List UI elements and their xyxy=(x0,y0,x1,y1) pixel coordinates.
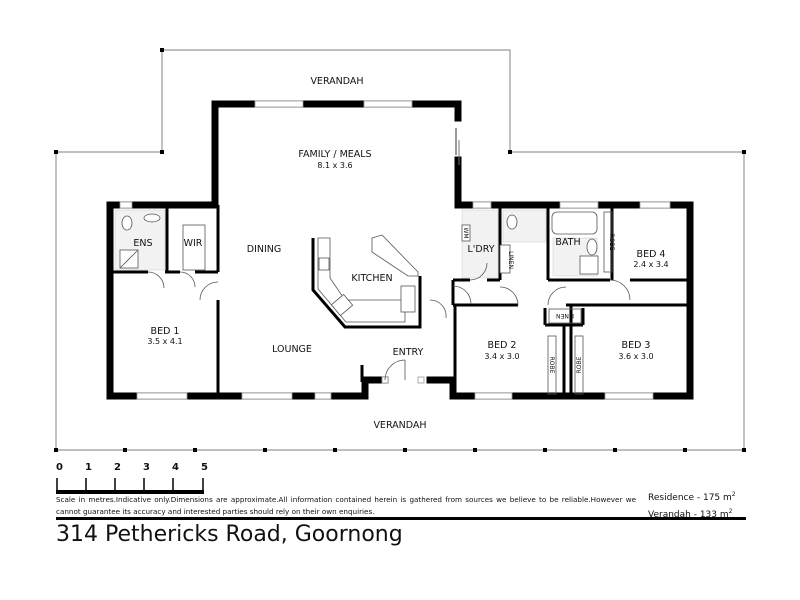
robe-label-bed4: ROBE xyxy=(608,234,615,251)
verandah-top-label: VERANDAH xyxy=(310,76,363,87)
fixtures xyxy=(119,211,613,395)
verandah-bottom-label: VERANDAH xyxy=(373,420,426,431)
verandah-posts xyxy=(54,48,746,452)
scale-tick-4: 4 xyxy=(172,462,179,473)
floor-plan: VERANDAH FAMILY / MEALS 8.1 x 3.6 DINING… xyxy=(54,48,746,452)
scale-tick-5: 5 xyxy=(201,462,208,473)
divider-rule xyxy=(56,517,746,520)
scale-bar xyxy=(56,478,204,494)
verandah-outline xyxy=(55,49,745,451)
doors xyxy=(147,262,631,381)
family-meals-size: 8.1 x 3.6 xyxy=(317,161,352,170)
entry-label: ENTRY xyxy=(393,347,424,358)
bed4-label: BED 4 xyxy=(637,249,666,260)
bath-label: BATH xyxy=(555,237,580,248)
scale-tick-2: 2 xyxy=(114,462,121,473)
linen-label-2: LINEN xyxy=(556,312,574,319)
lounge-label: LOUNGE xyxy=(272,344,312,355)
robe-label-bed3: ROBE xyxy=(576,356,583,373)
laundry-label: L'DRY xyxy=(467,244,494,255)
bed1-label: BED 1 xyxy=(151,326,180,337)
residence-area: Residence - 175 m2 xyxy=(648,491,736,503)
kitchen-label: KITCHEN xyxy=(351,273,392,284)
wm-label: WM xyxy=(462,227,469,238)
scale-tick-3: 3 xyxy=(143,462,150,473)
scale-tick-0: 0 xyxy=(56,462,63,473)
scale-tick-1: 1 xyxy=(85,462,92,473)
bed1-size: 3.5 x 4.1 xyxy=(147,337,182,346)
wir-label: WIR xyxy=(184,238,203,249)
linen-label-1: LINEN xyxy=(507,251,514,269)
external-walls xyxy=(106,100,694,400)
area-summary: Residence - 175 m2 Verandah - 133 m2 xyxy=(648,488,736,522)
verandah-area: Verandah - 133 m2 xyxy=(648,508,733,520)
windows xyxy=(119,100,671,400)
disclaimer-text: Scale in metres.Indicative only.Dimensio… xyxy=(56,495,636,516)
bed2-size: 3.4 x 3.0 xyxy=(484,352,519,361)
robe-label-bed2: ROBE xyxy=(548,357,555,374)
bed3-label: BED 3 xyxy=(622,340,651,351)
bed4-size: 2.4 x 3.4 xyxy=(633,260,668,269)
family-meals-label: FAMILY / MEALS xyxy=(298,149,371,160)
kitchen-bench xyxy=(311,234,422,329)
bed2-label: BED 2 xyxy=(488,340,517,351)
dining-label: DINING xyxy=(247,244,282,255)
bed3-size: 3.6 x 3.0 xyxy=(618,352,653,361)
ens-label: ENS xyxy=(133,238,152,249)
property-address: 314 Pethericks Road, Goornong xyxy=(56,522,403,547)
